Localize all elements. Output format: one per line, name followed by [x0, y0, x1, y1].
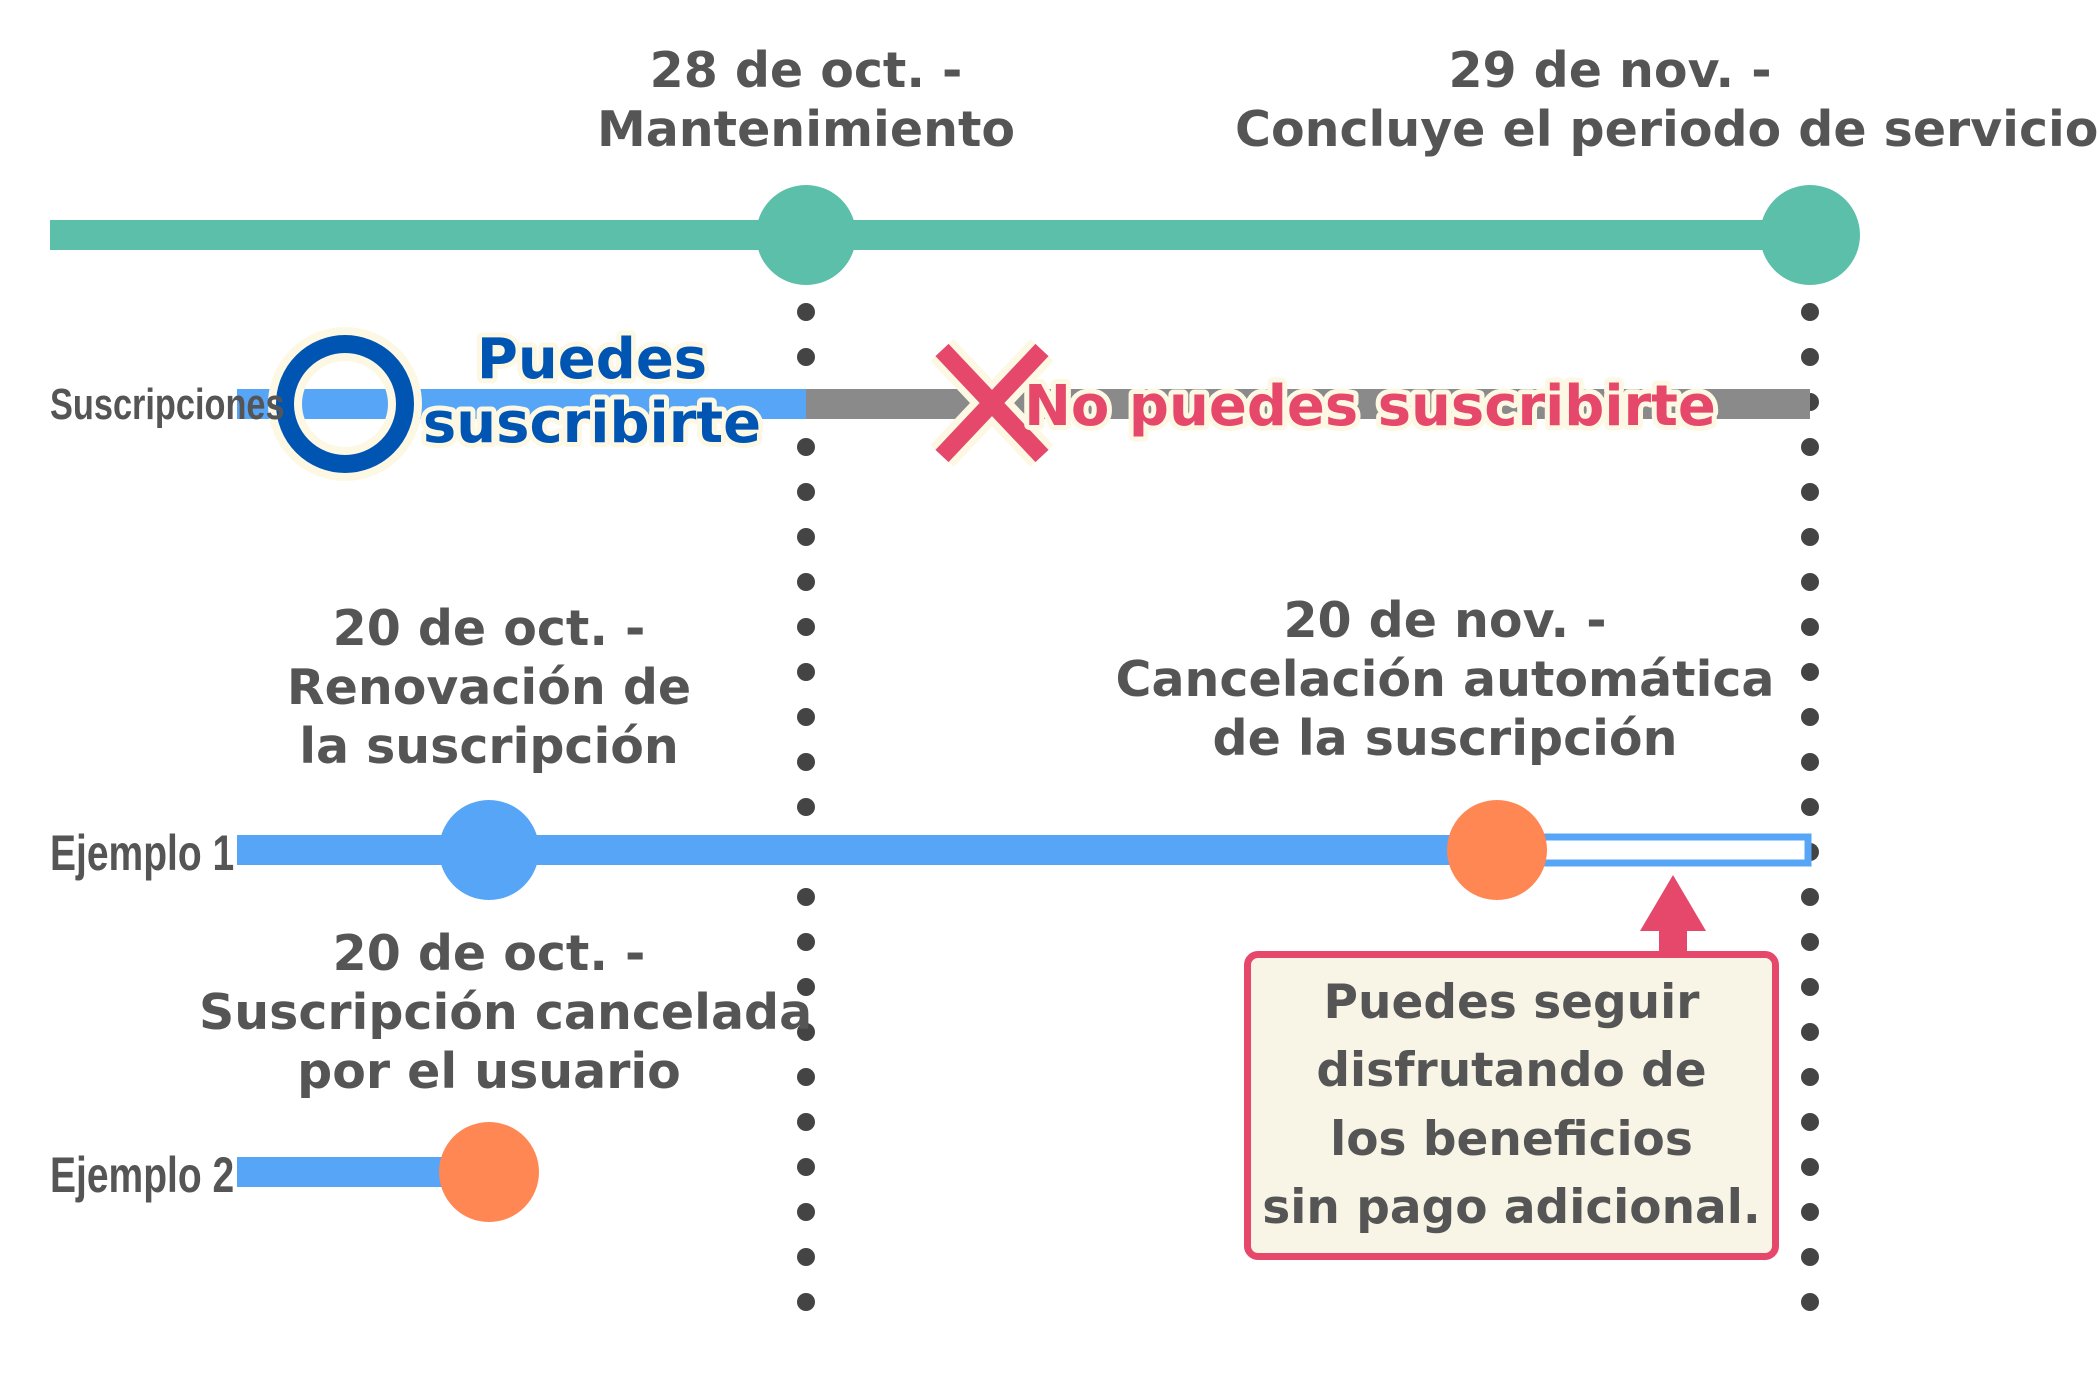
guide-dot: [1801, 483, 1819, 501]
cross-icon: [930, 339, 1054, 467]
row-label-example1: Ejemplo 1: [50, 825, 235, 881]
example2-user-cancel-label: 20 de oct. - Suscripción cancelada por e…: [199, 925, 813, 1100]
guide-dot: [797, 1068, 815, 1086]
circle-ok-icon: [268, 327, 422, 481]
row-label-subscriptions: Suscripciones: [50, 380, 285, 429]
dotted-guide-maintenance: [797, 303, 815, 1311]
guide-dot: [1801, 1068, 1819, 1086]
guide-dot: [797, 348, 815, 366]
guide-dot: [797, 1158, 815, 1176]
milestone-service-end-label: 29 de nov. - Concluye el periodo de serv…: [1235, 42, 2098, 158]
guide-dot: [797, 663, 815, 681]
guide-dot: [797, 753, 815, 771]
guide-dot: [1801, 1113, 1819, 1131]
guide-dot: [1801, 1248, 1819, 1266]
guide-dot: [1801, 663, 1819, 681]
example1-auto-cancel-marker: [1447, 800, 1547, 900]
guide-dot: [797, 1023, 815, 1041]
guide-dot: [797, 1293, 815, 1311]
guide-dot: [1801, 978, 1819, 996]
benefit-note-text: Puedes seguir disfrutando de los benefic…: [1262, 975, 1761, 1235]
dotted-guide-service-end: [1801, 303, 1819, 1311]
guide-dot: [797, 303, 815, 321]
guide-dot: [797, 483, 815, 501]
guide-dot: [1801, 618, 1819, 636]
example2-user-cancel-marker: [439, 1122, 539, 1222]
milestone-maintenance-marker: [756, 185, 856, 285]
milestone-service-end-marker: [1760, 185, 1860, 285]
guide-dot: [1801, 708, 1819, 726]
example1-active-bar: [237, 835, 1500, 865]
milestone-maintenance-label: 28 de oct. - Mantenimiento: [596, 42, 1016, 158]
example1-renewal-marker: [439, 800, 539, 900]
guide-dot: [1801, 573, 1819, 591]
guide-dot: [797, 888, 815, 906]
guide-dot: [1801, 528, 1819, 546]
example1-renewal-label: 20 de oct. - Renovación de la suscripció…: [286, 600, 692, 775]
guide-dot: [797, 933, 815, 951]
subscribe-allowed-bar: [237, 389, 806, 419]
guide-dot: [797, 438, 815, 456]
guide-dot: [1801, 798, 1819, 816]
guide-dot: [1801, 438, 1819, 456]
guide-dot: [1801, 1158, 1819, 1176]
guide-dot: [797, 708, 815, 726]
guide-dot: [797, 798, 815, 816]
guide-dot: [1801, 1203, 1819, 1221]
row-label-example2: Ejemplo 2: [50, 1147, 235, 1203]
guide-dot: [1801, 933, 1819, 951]
main-timeline-bar: [50, 220, 1810, 250]
guide-dot: [797, 573, 815, 591]
guide-dot: [1801, 753, 1819, 771]
subscribe-blocked-label: No puedes suscribirte: [1024, 374, 1716, 439]
guide-dot: [797, 1203, 815, 1221]
guide-dot: [797, 528, 815, 546]
guide-dot: [797, 1113, 815, 1131]
guide-dot: [797, 1248, 815, 1266]
guide-dot: [797, 618, 815, 636]
guide-dot: [1801, 348, 1819, 366]
example1-auto-cancel-label: 20 de nov. - Cancelación automática de l…: [1115, 592, 1775, 767]
guide-dot: [1801, 1023, 1819, 1041]
guide-dot: [1801, 303, 1819, 321]
guide-dot: [797, 978, 815, 996]
guide-dot: [1801, 1293, 1819, 1311]
guide-dot: [1801, 888, 1819, 906]
up-arrow-icon: [1640, 875, 1706, 956]
benefit-note-box: Puedes seguir disfrutando de los benefic…: [1244, 951, 1779, 1260]
